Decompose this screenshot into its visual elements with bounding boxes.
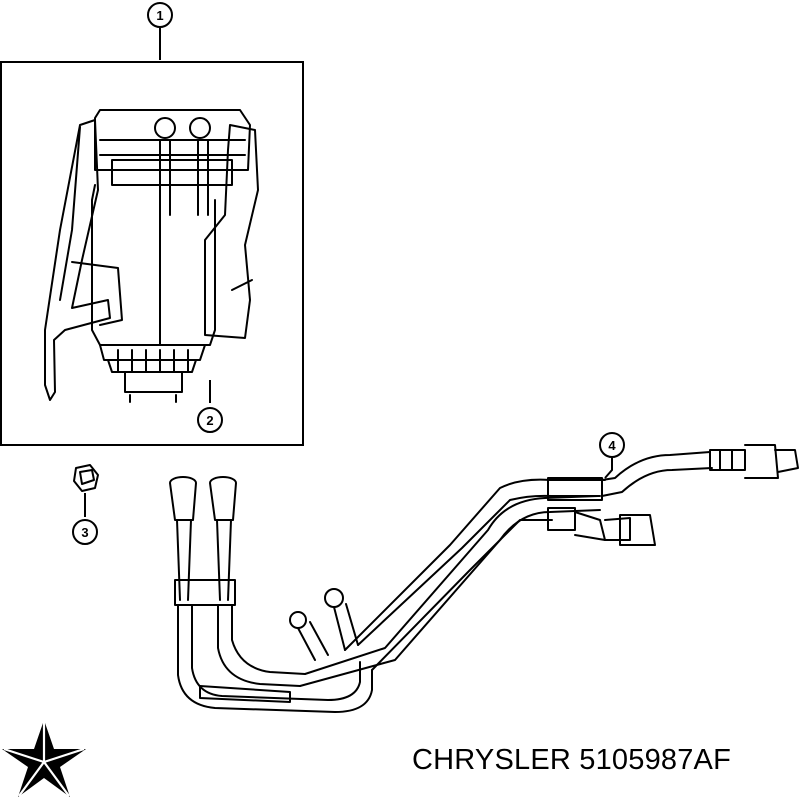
callout-2-label: 2 — [206, 413, 213, 428]
callout-leaders — [84, 28, 613, 517]
chrysler-pentastar-logo — [2, 720, 86, 797]
fuel-line-assembly — [169, 444, 799, 713]
fuel-filter-assembly — [44, 109, 259, 403]
part-number-caption: CHRYSLER 5105987AF — [412, 744, 732, 776]
callout-1-label: 1 — [156, 8, 163, 23]
callout-4: 4 — [599, 432, 625, 458]
callout-3-label: 3 — [81, 525, 88, 540]
detail-frame — [0, 61, 304, 446]
callout-1: 1 — [147, 2, 173, 28]
callout-4-label: 4 — [608, 438, 616, 453]
callout-3: 3 — [72, 519, 98, 545]
callout-2: 2 — [197, 407, 223, 433]
nut — [73, 464, 99, 492]
